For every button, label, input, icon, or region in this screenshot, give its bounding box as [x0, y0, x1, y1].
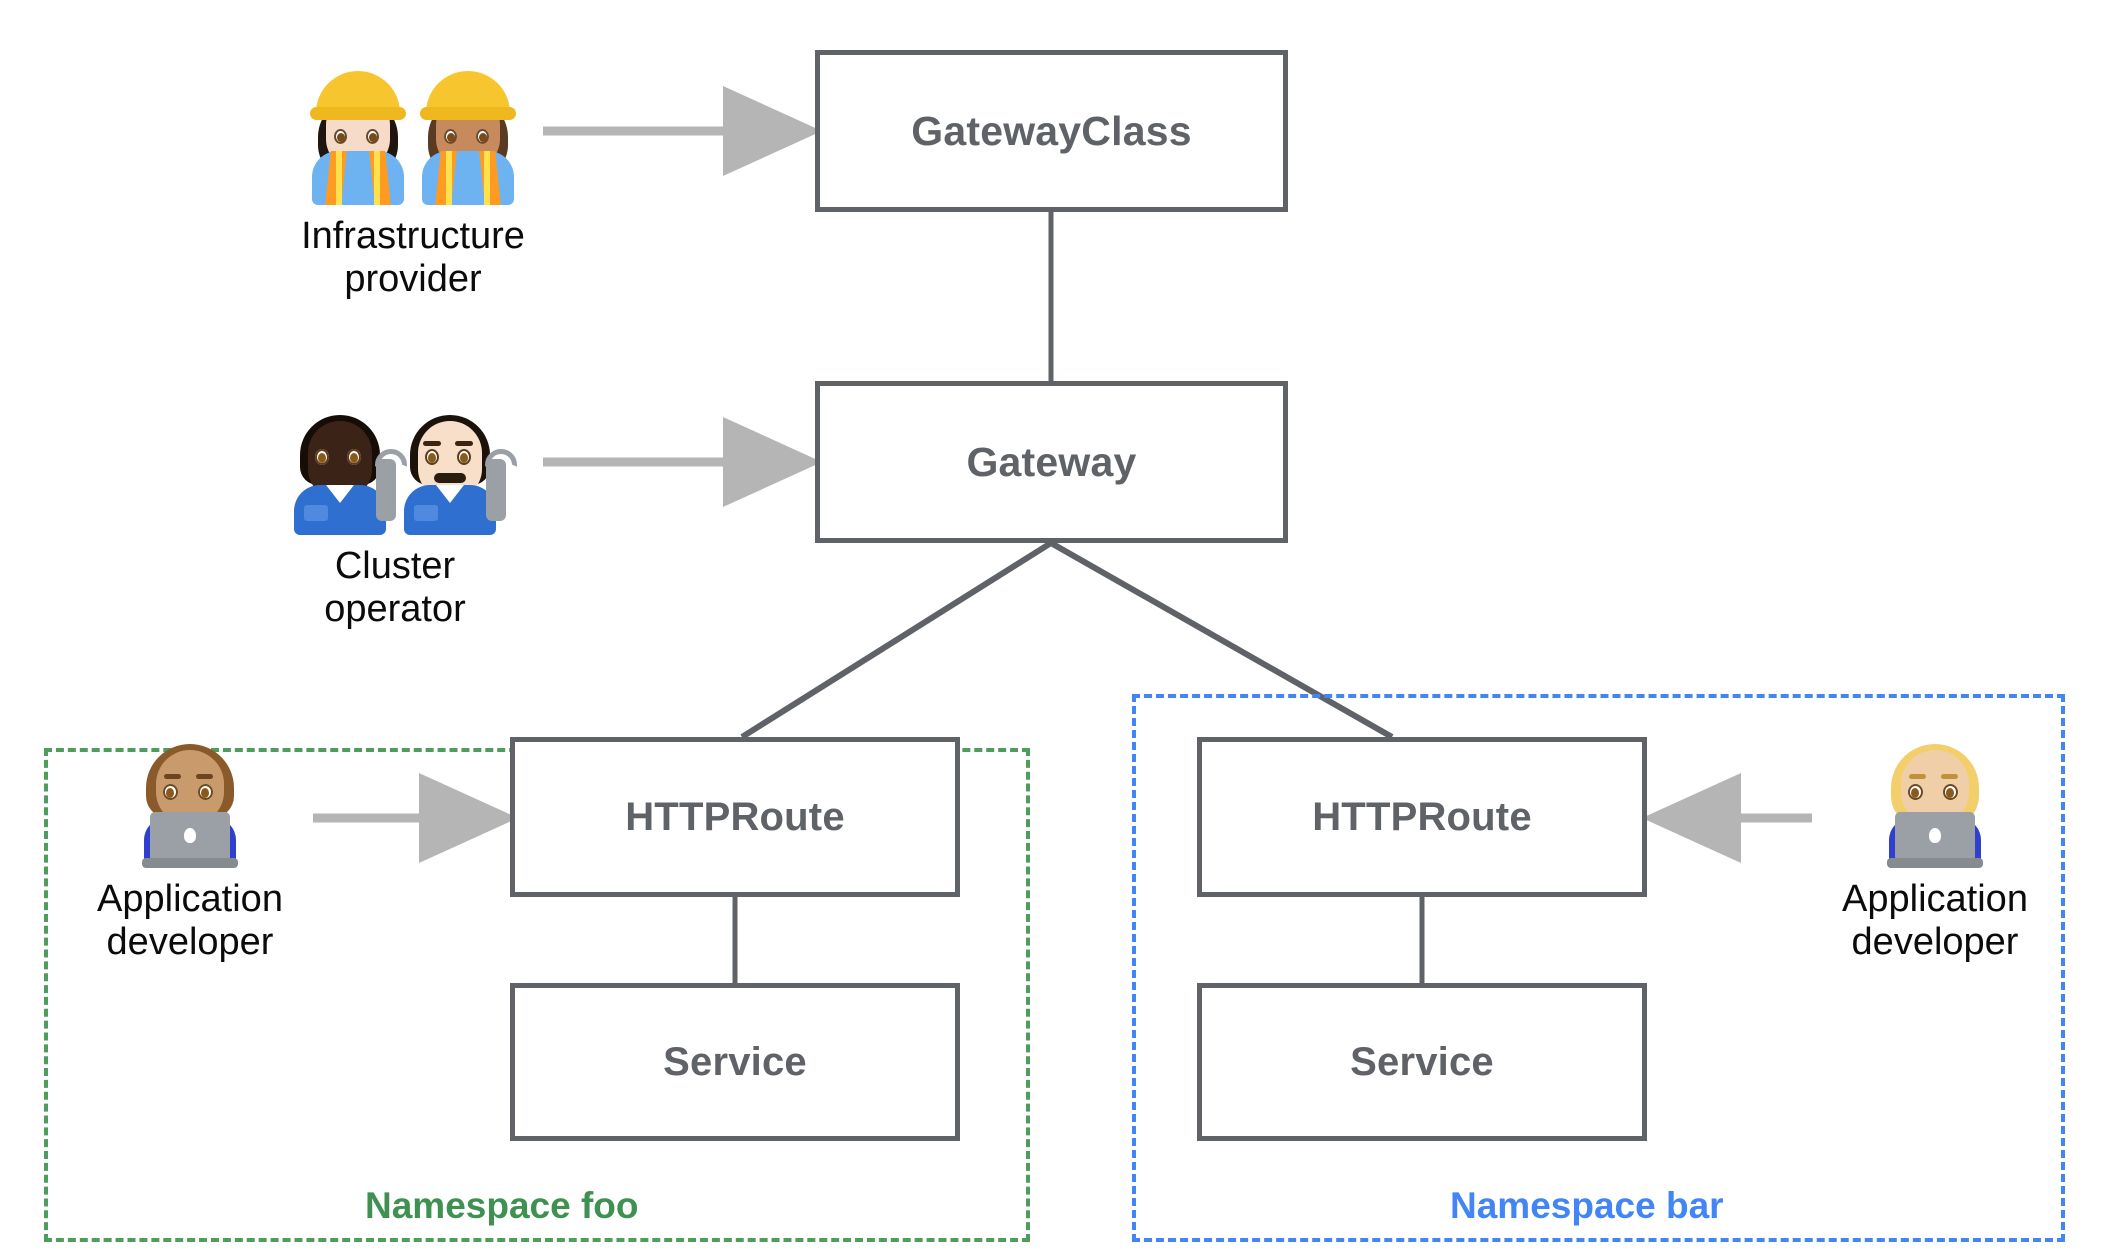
- woman-technologist-icon: [1879, 740, 1991, 868]
- persona-application-developer-bar-label: Application developer: [1842, 878, 2028, 964]
- node-httproute-bar[interactable]: HTTPRoute: [1197, 737, 1647, 897]
- node-service-bar-label: Service: [1350, 1039, 1494, 1084]
- woman-technologist-emoji: [1820, 740, 2050, 868]
- namespace-bar-boundary: [1132, 694, 2065, 1242]
- construction-worker-light-icon: [304, 55, 412, 205]
- namespace-bar-label: Namespace bar: [1450, 1185, 1724, 1226]
- node-gatewayclass-label: GatewayClass: [911, 107, 1192, 154]
- node-service-foo[interactable]: Service: [510, 983, 960, 1141]
- node-httproute-foo[interactable]: HTTPRoute: [510, 737, 960, 897]
- mechanics-emoji: [250, 385, 540, 535]
- construction-workers-emoji: [268, 55, 558, 205]
- mechanic-dark-icon: [286, 385, 396, 535]
- persona-application-developer-bar: Application developer: [1820, 740, 2050, 965]
- persona-application-developer-foo: Application developer: [75, 740, 305, 965]
- persona-cluster-operator: Cluster operator: [250, 385, 540, 632]
- node-httproute-bar-label: HTTPRoute: [1312, 794, 1532, 839]
- edge-gateway-httproute-foo: [740, 540, 1053, 740]
- persona-application-developer-foo-label: Application developer: [97, 878, 283, 964]
- node-gatewayclass[interactable]: GatewayClass: [815, 50, 1288, 212]
- man-technologist-emoji: [75, 740, 305, 868]
- persona-infrastructure-provider-label: Infrastructure provider: [301, 215, 525, 301]
- node-httproute-foo-label: HTTPRoute: [625, 794, 845, 839]
- namespace-foo-label: Namespace foo: [365, 1185, 639, 1226]
- node-gateway[interactable]: Gateway: [815, 381, 1288, 543]
- node-service-foo-label: Service: [663, 1039, 807, 1084]
- node-gateway-label: Gateway: [966, 438, 1137, 485]
- construction-worker-medium-icon: [414, 55, 522, 205]
- node-service-bar[interactable]: Service: [1197, 983, 1647, 1141]
- persona-infrastructure-provider: Infrastructure provider: [268, 55, 558, 302]
- man-technologist-icon: [134, 740, 246, 868]
- mechanic-light-icon: [396, 385, 506, 535]
- persona-cluster-operator-label: Cluster operator: [324, 545, 466, 631]
